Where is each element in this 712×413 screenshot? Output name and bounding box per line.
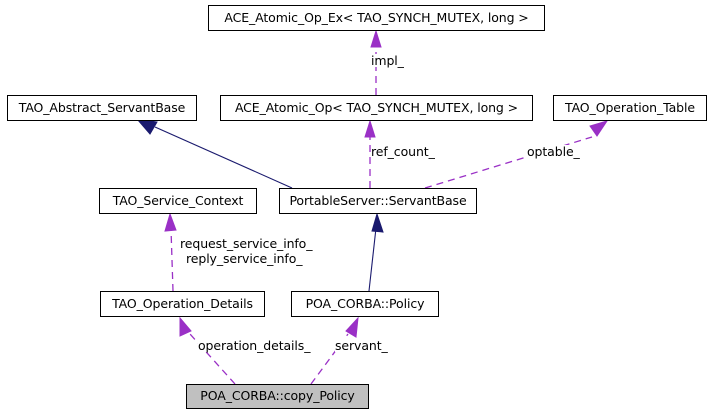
edge-label-impl: impl_ [371,53,404,68]
class-node-poa-corba-copy-policy[interactable]: POA_CORBA::copy_Policy [186,384,369,409]
edge-label-reply-service-info: reply_service_info_ [186,251,303,266]
edge-label-ref-count: ref_count_ [371,144,435,159]
edge-label-optable: optable_ [527,144,580,159]
class-node-label: TAO_Operation_Details [112,295,253,311]
class-node-label: TAO_Service_Context [112,192,244,208]
class-node-tao-operation-details[interactable]: TAO_Operation_Details [100,291,265,317]
edge-inherit-servantbase [135,118,293,189]
class-node-portableserver-servantbase[interactable]: PortableServer::ServantBase [279,188,477,214]
class-node-label: TAO_Operation_Table [565,99,695,115]
class-node-label: POA_CORBA::copy_Policy [200,388,355,404]
class-node-poa-corba-policy[interactable]: POA_CORBA::Policy [291,291,439,317]
class-node-label: PortableServer::ServantBase [289,192,467,208]
class-node-tao-operation-table[interactable]: TAO_Operation_Table [553,95,707,121]
class-node-ace-atomic-op-ex[interactable]: ACE_Atomic_Op_Ex< TAO_SYNCH_MUTEX, long … [208,5,545,31]
edge-service-info [164,212,177,292]
edge-inherit-policy [368,212,384,292]
class-node-label: ACE_Atomic_Op_Ex< TAO_SYNCH_MUTEX, long … [224,9,529,25]
class-node-ace-atomic-op[interactable]: ACE_Atomic_Op< TAO_SYNCH_MUTEX, long > [220,95,533,121]
edge-label-operation-details: operation_details_ [198,338,311,353]
class-node-tao-service-context[interactable]: TAO_Service_Context [99,188,257,214]
class-node-tao-abstract-servantbase[interactable]: TAO_Abstract_ServantBase [7,95,197,121]
class-node-label: TAO_Abstract_ServantBase [18,99,186,115]
edge-label-request-service-info: request_service_info_ [180,236,313,251]
class-node-label: POA_CORBA::Policy [305,295,425,311]
edge-label-servant: servant_ [335,338,388,353]
class-node-label: ACE_Atomic_Op< TAO_SYNCH_MUTEX, long > [234,99,519,115]
